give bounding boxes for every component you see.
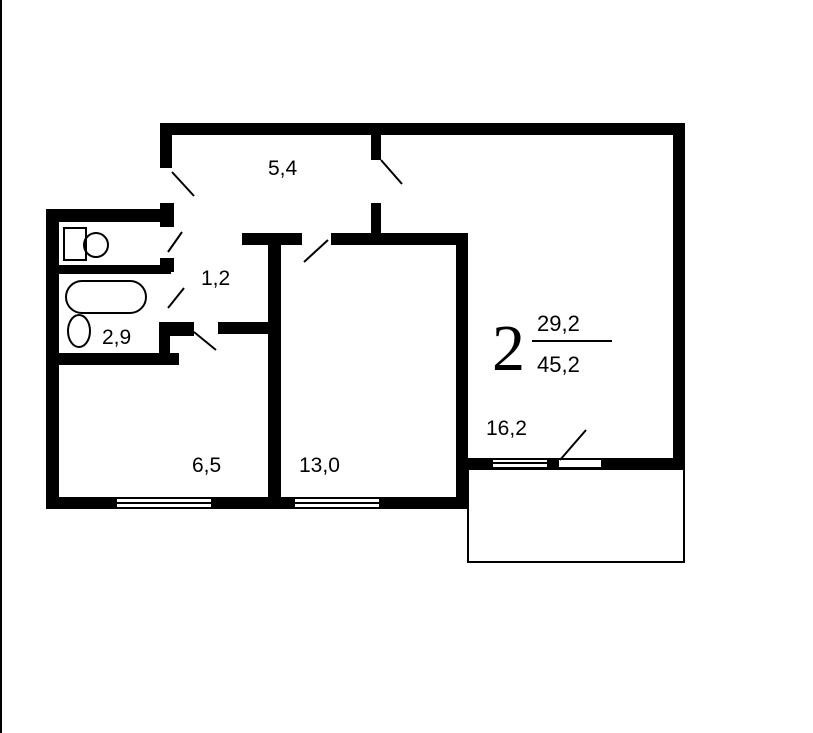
- toilet-bowl-icon: [83, 232, 109, 258]
- wall-living-bottom-2: [548, 458, 558, 469]
- wall-bath-divider: [59, 265, 171, 274]
- wall-living-bottom-1: [456, 458, 492, 469]
- wall-bottom-1: [46, 497, 116, 509]
- door-living-room: [380, 159, 403, 185]
- door-swings: [167, 159, 587, 461]
- windows: [115, 458, 603, 509]
- wall-kitchen-bedroom: [268, 233, 281, 509]
- door-kitchen: [193, 331, 217, 351]
- wall-partition-top: [371, 135, 381, 160]
- wall-bottom-3: [380, 497, 468, 509]
- wall-bath-right-lower: [159, 322, 170, 365]
- balcony: [467, 468, 685, 563]
- living-area-value: 29,2: [537, 311, 580, 336]
- living-room-area-label: 16,2: [486, 417, 527, 440]
- wall-right: [673, 123, 685, 468]
- kitchen-area-label: 6,5: [192, 454, 221, 477]
- wall-hall-stub-3: [168, 322, 194, 336]
- wall-bath-bottom: [59, 353, 179, 365]
- bathroom-area-label: 2,9: [102, 326, 131, 349]
- corridor-area-label: 1,2: [201, 267, 230, 290]
- balcony-door: [557, 458, 603, 469]
- door-balcony: [559, 429, 587, 461]
- bedroom-area-label: 13,0: [299, 454, 340, 477]
- wall-top: [160, 123, 685, 135]
- hallway-area-label: 5,4: [268, 157, 298, 180]
- wall-bath-top: [46, 209, 171, 222]
- toilet-tank: [63, 227, 87, 261]
- wall-bedroom-living: [456, 233, 468, 509]
- fixtures: [63, 227, 147, 348]
- page-edge: [0, 0, 2, 733]
- wall-kitchen-top: [218, 322, 280, 334]
- door-bedroom: [303, 239, 329, 263]
- apartment-summary: 2 29,2 45,2: [492, 311, 612, 385]
- total-area-value: 45,2: [537, 352, 580, 377]
- door-entrance: [171, 171, 195, 197]
- wall-bottom-2: [212, 497, 294, 509]
- fraction-bar: [532, 340, 612, 342]
- door-toilet: [167, 231, 183, 253]
- wall-living-bottom-3: [602, 458, 685, 469]
- room-count: 2: [492, 312, 525, 385]
- bathtub-icon: [65, 280, 147, 314]
- door-bathroom: [167, 287, 185, 309]
- wall-bedroom-top: [331, 233, 468, 245]
- wall-hall-left-upper: [160, 123, 172, 168]
- walls: [46, 123, 685, 509]
- washbasin-icon: [67, 314, 91, 348]
- wall-left: [46, 209, 59, 509]
- wall-partition-stub: [371, 203, 381, 245]
